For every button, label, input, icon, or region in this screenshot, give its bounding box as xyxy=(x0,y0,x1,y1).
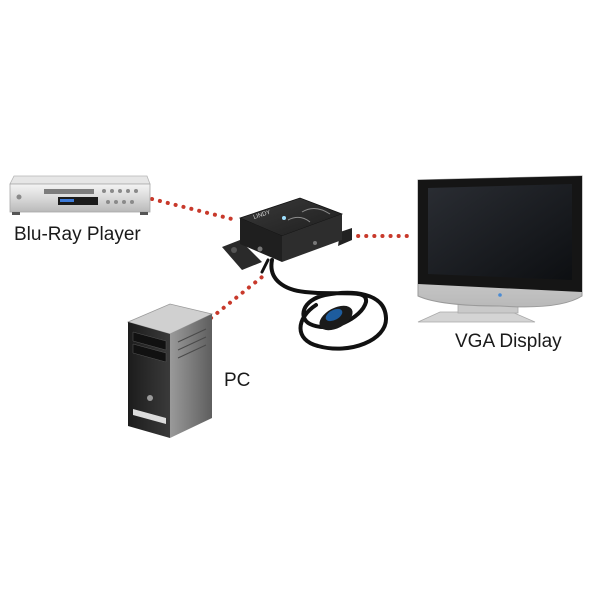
vga-display-icon xyxy=(418,176,582,322)
connector-pc-to-box xyxy=(211,277,262,318)
connector-bluray-to-box xyxy=(152,199,236,220)
bluray-player-label: Blu-Ray Player xyxy=(14,224,141,246)
cables xyxy=(262,260,386,349)
bluray-player-icon xyxy=(10,176,150,215)
sensor-cable xyxy=(271,260,386,349)
pc-tower-icon xyxy=(128,304,212,438)
remote-sensor-icon xyxy=(315,301,356,336)
converter-box-icon: LINDY xyxy=(222,198,352,270)
pc-label: PC xyxy=(224,370,250,392)
vga-display-label: VGA Display xyxy=(455,331,562,353)
